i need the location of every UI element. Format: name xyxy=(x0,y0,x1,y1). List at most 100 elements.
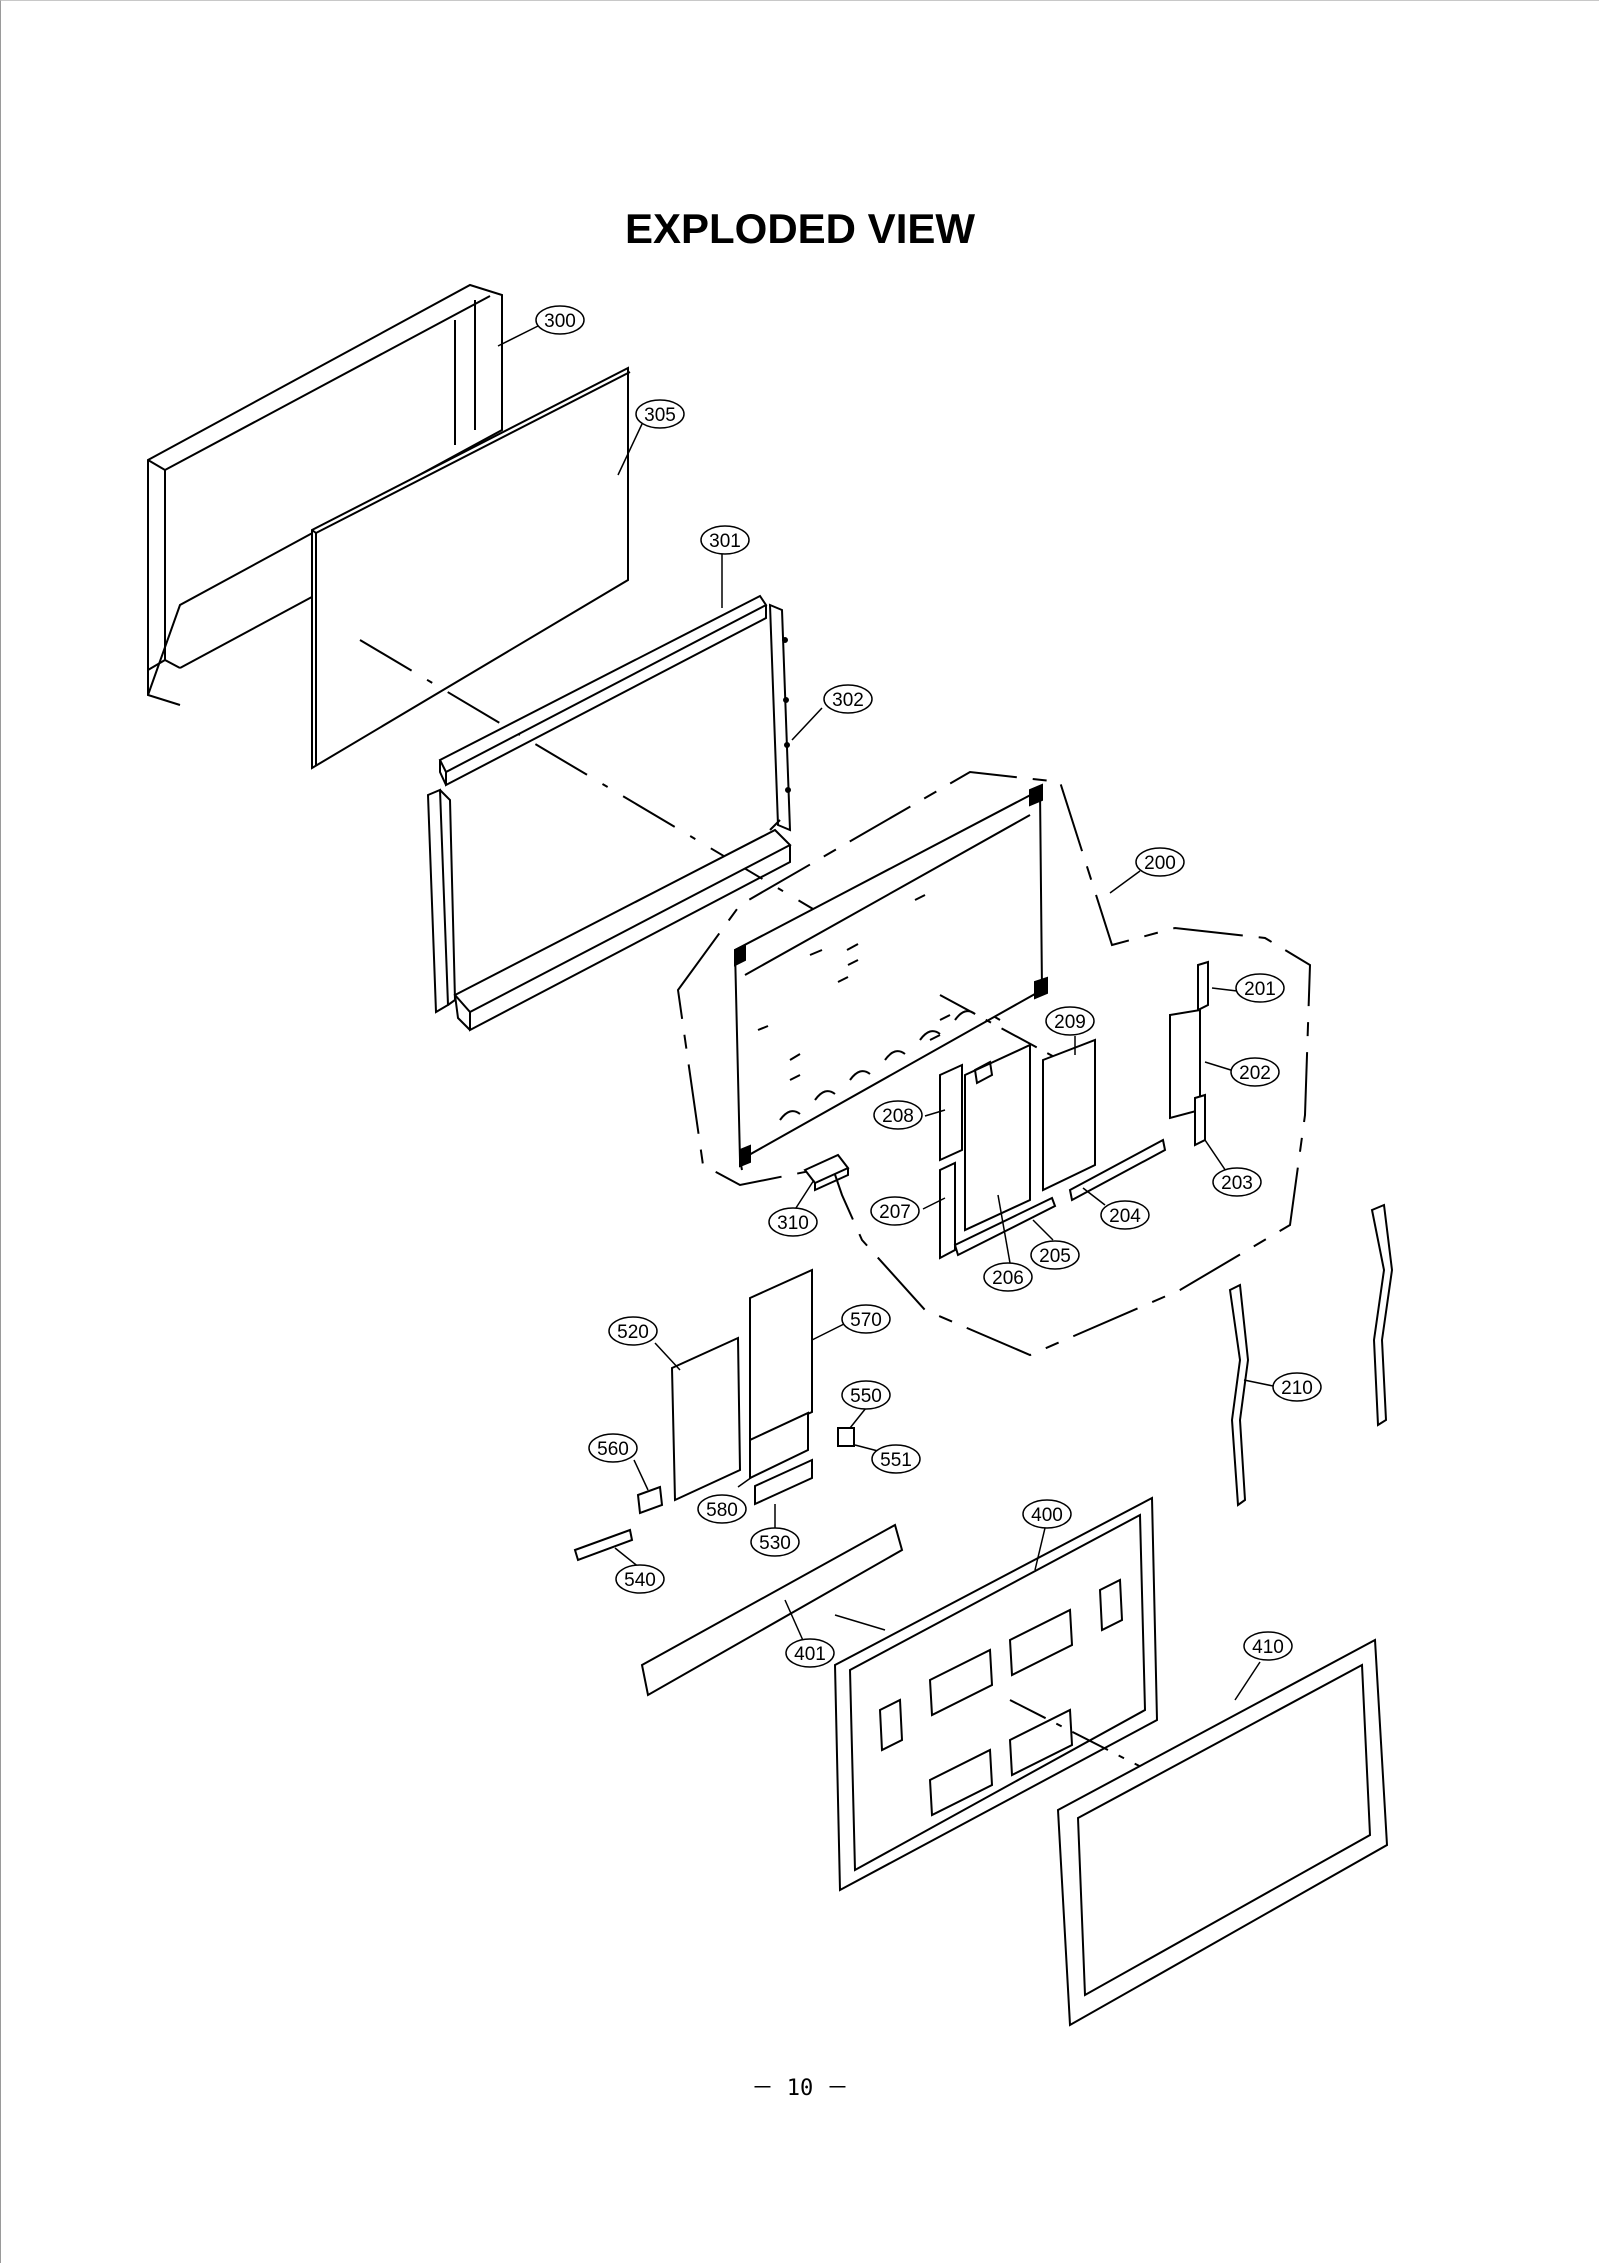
part-label-300: 300 xyxy=(535,305,585,335)
part-label-text: 540 xyxy=(624,1570,656,1591)
part-label-oval xyxy=(768,1207,818,1237)
bottom-bracket xyxy=(453,819,792,1032)
part-label-text: 203 xyxy=(1221,1173,1253,1194)
part-label-210: 210 xyxy=(1272,1372,1322,1402)
board-201 xyxy=(1197,960,1209,1012)
part-label-302: 302 xyxy=(823,684,873,714)
part-label-text: 401 xyxy=(794,1644,826,1665)
part-label-oval xyxy=(1135,847,1185,877)
part-label-oval xyxy=(535,305,585,335)
part-label-text: 570 xyxy=(850,1310,882,1331)
stand-bracket-210 xyxy=(1228,1203,1394,1507)
part-label-text: 560 xyxy=(597,1439,629,1460)
part-labels: 300 305 301 302 200 201 202 203 204 205 206 207 208 2… xyxy=(535,305,1322,1668)
part-label-oval xyxy=(871,1444,921,1474)
part-label-text: 200 xyxy=(1144,853,1176,874)
part-label-text: 551 xyxy=(880,1450,912,1471)
part-label-203: 203 xyxy=(1212,1167,1262,1197)
chassis-assembly-boundary-200 xyxy=(676,770,1312,1357)
strip-205 xyxy=(953,1196,1057,1257)
connector-560 xyxy=(636,1485,664,1515)
part-label-305: 305 xyxy=(635,399,685,429)
part-label-551: 551 xyxy=(871,1444,921,1474)
part-label-oval xyxy=(1045,1006,1095,1036)
connector-310 xyxy=(803,1153,850,1192)
part-label-301: 301 xyxy=(700,525,750,555)
part-label-text: 520 xyxy=(617,1322,649,1343)
part-label-205: 205 xyxy=(1030,1240,1080,1270)
chassis-plate-200 xyxy=(733,783,1061,1171)
part-label-oval xyxy=(1243,1631,1293,1661)
part-label-202: 202 xyxy=(1230,1057,1280,1087)
part-label-207: 207 xyxy=(870,1196,920,1226)
board-540 xyxy=(573,1528,634,1562)
part-label-206: 206 xyxy=(983,1262,1033,1292)
part-label-text: 205 xyxy=(1039,1246,1071,1267)
part-label-oval xyxy=(1272,1372,1322,1402)
part-label-201: 201 xyxy=(1235,973,1285,1003)
part-label-text: 208 xyxy=(882,1106,914,1127)
page-number: － 10 － xyxy=(751,2076,849,2101)
bottom-bracket-401 xyxy=(640,1523,904,1697)
front-cabinet-300 xyxy=(147,283,503,706)
part-label-560: 560 xyxy=(588,1433,638,1463)
part-label-text: 210 xyxy=(1281,1378,1313,1399)
board-206 xyxy=(964,1043,1031,1232)
part-label-550: 550 xyxy=(841,1380,891,1410)
part-label-oval xyxy=(1030,1240,1080,1270)
part-label-200: 200 xyxy=(1135,847,1185,877)
part-label-oval xyxy=(588,1433,638,1463)
part-label-310: 310 xyxy=(768,1207,818,1237)
part-label-570: 570 xyxy=(841,1304,891,1334)
part-label-oval xyxy=(1235,973,1285,1003)
part-label-text: 302 xyxy=(832,690,864,711)
part-label-520: 520 xyxy=(608,1316,658,1346)
module-550 xyxy=(837,1427,855,1447)
board-530 xyxy=(754,1458,813,1506)
part-label-410: 410 xyxy=(1243,1631,1293,1661)
side-bracket-302 xyxy=(768,603,792,832)
part-label-oval xyxy=(841,1380,891,1410)
part-label-text: 204 xyxy=(1109,1206,1141,1227)
part-label-text: 206 xyxy=(992,1268,1024,1289)
part-label-text: 550 xyxy=(850,1386,882,1407)
part-label-oval xyxy=(873,1100,923,1130)
part-label-oval xyxy=(697,1494,747,1524)
part-label-oval xyxy=(635,399,685,429)
strip-204 xyxy=(1068,1138,1167,1202)
part-label-oval xyxy=(700,525,750,555)
board-570 xyxy=(749,1268,813,1442)
part-label-oval xyxy=(1212,1167,1262,1197)
part-label-text: 310 xyxy=(777,1213,809,1234)
top-bracket-301 xyxy=(438,594,768,787)
part-label-204: 204 xyxy=(1100,1200,1150,1230)
front-frame-410 xyxy=(1056,1638,1389,2027)
part-label-text: 410 xyxy=(1252,1637,1284,1658)
part-label-oval xyxy=(1100,1200,1150,1230)
part-label-text: 207 xyxy=(879,1202,911,1223)
part-label-text: 400 xyxy=(1031,1505,1063,1526)
part-label-208: 208 xyxy=(873,1100,923,1130)
left-side-bracket xyxy=(426,788,457,1014)
part-label-540: 540 xyxy=(615,1564,665,1594)
part-label-oval xyxy=(841,1304,891,1334)
part-label-oval xyxy=(750,1527,800,1557)
part-label-401: 401 xyxy=(785,1638,835,1668)
part-label-text: 580 xyxy=(706,1500,738,1521)
part-label-text: 202 xyxy=(1239,1063,1271,1084)
part-label-oval xyxy=(785,1638,835,1668)
board-207 xyxy=(939,1161,956,1260)
part-label-oval xyxy=(615,1564,665,1594)
board-520 xyxy=(670,1336,742,1502)
part-label-oval xyxy=(1022,1499,1072,1529)
part-label-530: 530 xyxy=(750,1527,800,1557)
part-label-text: 301 xyxy=(709,531,741,552)
part-label-text: 209 xyxy=(1054,1012,1086,1033)
page-title: EXPLODED VIEW xyxy=(624,205,976,252)
part-label-oval xyxy=(1230,1057,1280,1087)
board-209 xyxy=(1042,1038,1096,1192)
part-label-oval xyxy=(823,684,873,714)
board-208 xyxy=(939,1063,963,1162)
part-label-text: 300 xyxy=(544,311,576,332)
